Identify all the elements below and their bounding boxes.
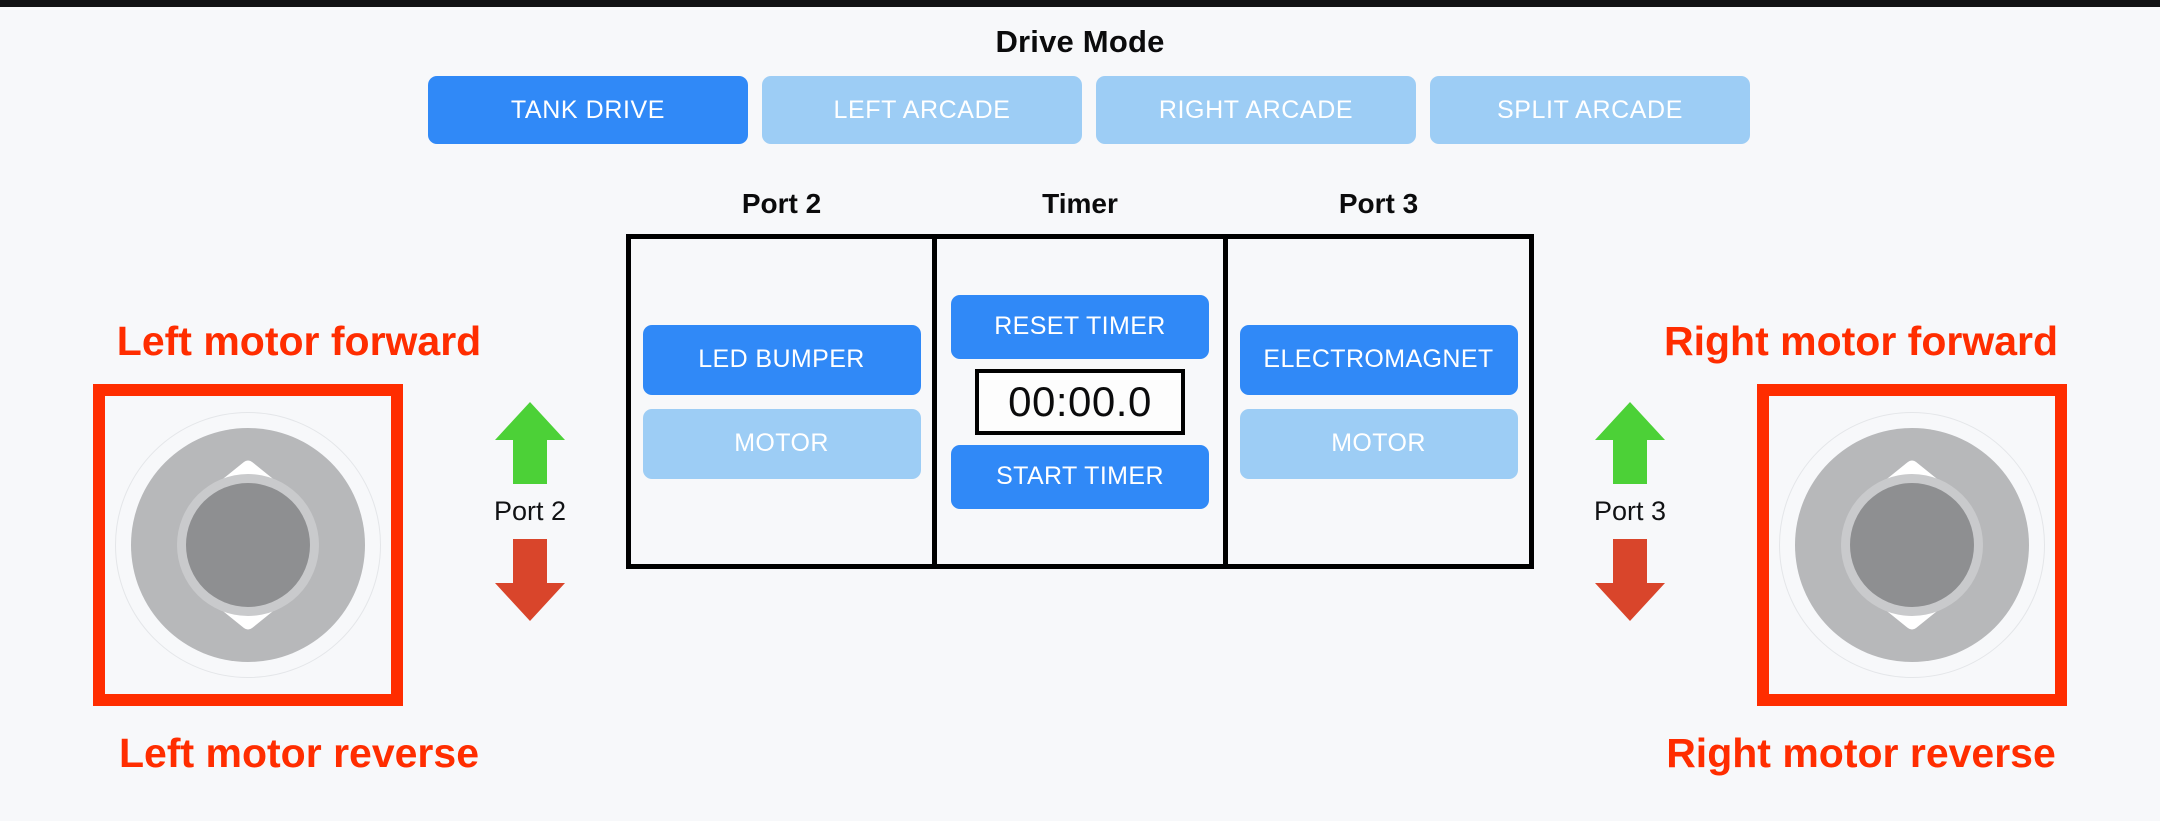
start-timer-button[interactable]: START TIMER: [951, 444, 1209, 509]
right-joystick[interactable]: [1779, 412, 2045, 678]
port2-header: Port 2: [741, 188, 822, 219]
red-down-arrow-icon: [1595, 539, 1665, 621]
right-joystick-knob[interactable]: [1850, 483, 1974, 607]
right-motor-reverse-label: Right motor reverse: [1666, 730, 2056, 776]
drive-mode-left-arcade-button[interactable]: LEFT ARCADE: [762, 76, 1082, 144]
drive-mode-title: Drive Mode: [995, 24, 1165, 59]
right-joystick-highlight-box: [1757, 384, 2067, 706]
right-port-arrow-group: Port 3: [1560, 398, 1700, 625]
left-motor-forward-label: Left motor forward: [116, 318, 482, 364]
green-up-arrow-icon: [495, 402, 565, 484]
left-port-label: Port 2: [493, 496, 567, 526]
timer-display: 00:00.0: [975, 368, 1185, 435]
left-motor-reverse-label: Left motor reverse: [118, 730, 479, 776]
left-joystick-knob[interactable]: [186, 483, 310, 607]
chevron-up-icon: [211, 460, 285, 498]
port3-column: ELECTROMAGNET MOTOR: [1228, 239, 1529, 564]
panel-header-row: Port 2 Timer Port 3: [626, 188, 1534, 220]
left-joystick[interactable]: [115, 412, 381, 678]
top-bar: [0, 0, 2160, 7]
right-motor-forward-label: Right motor forward: [1663, 318, 2059, 364]
right-joystick-ring: [1795, 428, 2029, 662]
reset-timer-button[interactable]: RESET TIMER: [951, 294, 1209, 359]
drive-mode-split-arcade-button[interactable]: SPLIT ARCADE: [1430, 76, 1750, 144]
timer-header: Timer: [1042, 188, 1118, 219]
right-motor-control-cluster: Right motor forward Port 3: [1520, 0, 2160, 821]
electromagnet-button[interactable]: ELECTROMAGNET: [1239, 324, 1518, 395]
drive-mode-tank-drive-button[interactable]: TANK DRIVE: [428, 76, 748, 144]
chevron-down-icon: [1875, 592, 1949, 630]
left-joystick-ring: [131, 428, 365, 662]
port3-header: Port 3: [1338, 188, 1419, 219]
drive-mode-right-arcade-button[interactable]: RIGHT ARCADE: [1096, 76, 1416, 144]
red-down-arrow-icon: [495, 539, 565, 621]
device-panel: LED BUMPER MOTOR RESET TIMER 00:00.0 STA…: [626, 234, 1534, 569]
right-port-label: Port 3: [1593, 496, 1667, 526]
left-joystick-highlight-box: [93, 384, 403, 706]
drive-mode-button-group: TANK DRIVE LEFT ARCADE RIGHT ARCADE SPLI…: [428, 76, 1750, 144]
port3-motor-button[interactable]: MOTOR: [1239, 408, 1518, 479]
left-motor-control-cluster: Left motor forward Port 2: [0, 0, 640, 821]
timer-column: RESET TIMER 00:00.0 START TIMER: [932, 239, 1228, 564]
port2-column: LED BUMPER MOTOR: [631, 239, 932, 564]
green-up-arrow-icon: [1595, 402, 1665, 484]
port2-motor-button[interactable]: MOTOR: [642, 408, 921, 479]
led-bumper-button[interactable]: LED BUMPER: [642, 324, 921, 395]
left-port-arrow-group: Port 2: [460, 398, 600, 625]
chevron-down-icon: [211, 592, 285, 630]
chevron-up-icon: [1875, 460, 1949, 498]
